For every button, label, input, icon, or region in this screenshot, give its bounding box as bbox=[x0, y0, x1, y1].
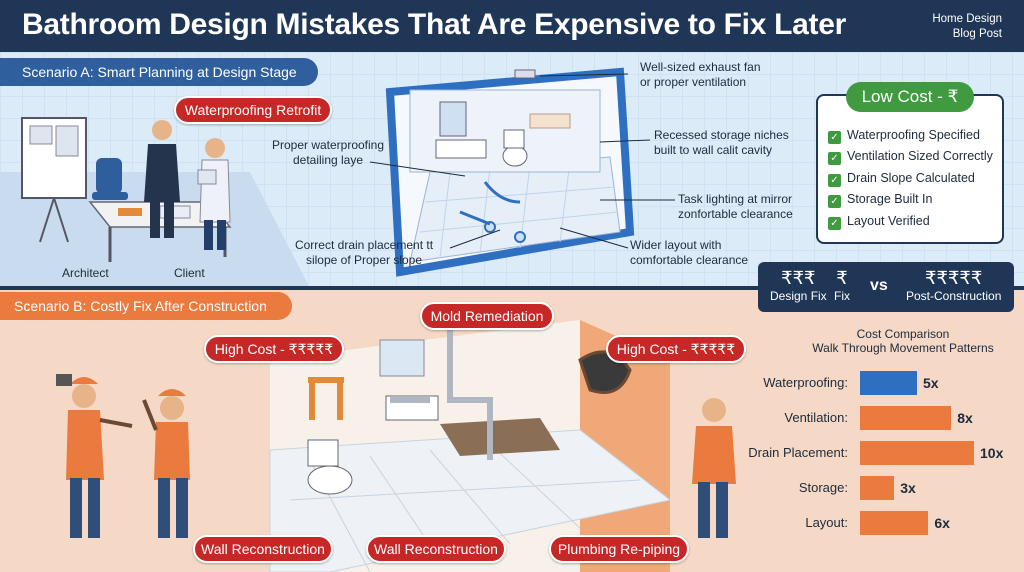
architect-figure bbox=[144, 120, 180, 238]
office-scene-illustration bbox=[0, 117, 310, 288]
chart-value-label: 6x bbox=[934, 515, 950, 531]
chart-bar bbox=[860, 476, 895, 500]
page-title: Bathroom Design Mistakes That Are Expens… bbox=[22, 8, 846, 41]
callout-waterproofing: Proper waterproofing detailing laye bbox=[268, 138, 388, 168]
low-cost-checklist-box bbox=[816, 94, 1004, 244]
chart-value-label: 10x bbox=[980, 445, 1004, 461]
low-cost-checklist: ✓Waterproofing Specified ✓Ventilation Si… bbox=[828, 125, 993, 232]
mold-remediation-badge: Mold Remediation bbox=[420, 302, 554, 330]
wall-reconstruction-badge-2: Wall Reconstruction bbox=[366, 535, 506, 563]
chart-value-label: 3x bbox=[900, 480, 916, 496]
callout-exhaust-fan: Well-sized exhaust fan or proper ventila… bbox=[640, 60, 761, 90]
design-fix-cost: ₹₹₹ Design Fix bbox=[770, 268, 827, 304]
bathroom-plan-illustration bbox=[385, 67, 635, 277]
damaged-bathroom-illustration bbox=[269, 320, 672, 572]
post-construction-symbol: ₹₹₹₹₹ bbox=[925, 268, 983, 288]
low-cost-badge: Low Cost - ₹ bbox=[846, 82, 974, 112]
callout-task-lighting: Task lighting at mirror zonfortable clea… bbox=[678, 192, 793, 222]
worker-with-sledgehammer bbox=[56, 374, 133, 538]
chart-value-label: 8x bbox=[957, 410, 973, 426]
design-fix-label: Design Fix bbox=[770, 289, 827, 303]
chart-bar bbox=[860, 406, 952, 430]
callout-storage-niches-line-2: built to wall calit cavity bbox=[654, 143, 773, 157]
wall-reconstruction-badge-1: Wall Reconstruction bbox=[193, 535, 333, 563]
post-construction-cost: ₹₹₹₹₹ Post-Construction bbox=[906, 268, 1001, 304]
high-cost-badge-right: High Cost - ₹₹₹₹₹ bbox=[606, 335, 746, 363]
checklist-item: ✓Storage Built In bbox=[828, 189, 993, 210]
checklist-item: ✓Layout Verified bbox=[828, 211, 993, 232]
architect-label: Architect bbox=[62, 266, 109, 280]
fix-cost: ₹ Fix bbox=[834, 268, 850, 304]
callout-storage-niches-line-1: Recessed storage niches bbox=[654, 128, 789, 142]
chart-category-label: Layout: bbox=[805, 515, 848, 530]
chart-row: Waterproofing: 5x bbox=[700, 371, 1020, 395]
cost-vs-box: ₹₹₹ Design Fix ₹ Fix vs ₹₹₹₹₹ Post-Const… bbox=[758, 262, 1014, 312]
callout-waterproofing-line-1: Proper waterproofing bbox=[271, 138, 385, 152]
checklist-item: ✓Ventilation Sized Correctly bbox=[828, 146, 993, 167]
homeowner-illustration bbox=[692, 398, 736, 538]
callout-storage-niches: Recessed storage niches built to wall ca… bbox=[654, 128, 789, 158]
chart-subtitle: Walk Through Movement Patterns bbox=[812, 341, 994, 355]
callout-exhaust-fan-line-2: or proper ventilation bbox=[640, 75, 747, 89]
chart-value-label: 5x bbox=[923, 375, 939, 391]
checkbox-checked-icon: ✓ bbox=[828, 152, 841, 166]
header-bar: Bathroom Design Mistakes That Are Expens… bbox=[0, 0, 1024, 52]
chart-row: Storage: 3x bbox=[700, 476, 1020, 500]
blog-brand: Home Design Blog Post bbox=[892, 12, 1002, 42]
callout-wider-layout: Wider layout with comfortable clearance bbox=[630, 238, 748, 268]
vs-label: vs bbox=[870, 277, 888, 294]
chart-category-label: Storage: bbox=[798, 480, 848, 495]
client-figure bbox=[197, 138, 231, 250]
chart-bar bbox=[860, 371, 917, 395]
brand-line-2: Blog Post bbox=[952, 28, 1002, 40]
checkbox-checked-icon: ✓ bbox=[828, 195, 841, 209]
chart-row: Ventilation: 8x bbox=[700, 406, 1020, 430]
chart-title-block: Cost Comparison Walk Through Movement Pa… bbox=[798, 327, 1008, 355]
section-divider bbox=[0, 286, 1024, 290]
chart-title: Cost Comparison bbox=[856, 327, 950, 341]
high-cost-badge-left: High Cost - ₹₹₹₹₹ bbox=[204, 335, 344, 363]
checklist-item: ✓Drain Slope Calculated bbox=[828, 168, 993, 189]
scenario-a-tab: Scenario A: Smart Planning at Design Sta… bbox=[0, 58, 318, 86]
callout-drain-placement: Correct drain placement tt silope of Pro… bbox=[284, 238, 444, 268]
workers-illustration bbox=[56, 374, 190, 538]
callout-wider-layout-line-2: comfortable clearance bbox=[630, 253, 749, 267]
chart-row: Drain Placement: 10x bbox=[700, 441, 1020, 465]
office-chair-icon bbox=[92, 158, 128, 200]
plumbing-repiping-badge: Plumbing Re-piping bbox=[549, 535, 689, 563]
brand-line-1: Home Design bbox=[932, 13, 1002, 25]
chart-category-label: Drain Placement: bbox=[748, 445, 848, 460]
fix-symbol: ₹ bbox=[836, 268, 848, 288]
chart-category-label: Ventilation: bbox=[784, 410, 848, 425]
callout-drain-placement-line-2: silope of Proper slope bbox=[305, 253, 423, 267]
design-fix-symbol: ₹₹₹ bbox=[781, 268, 816, 288]
callout-drain-placement-line-1: Correct drain placement tt bbox=[294, 238, 434, 252]
easel-icon bbox=[21, 117, 87, 243]
checkbox-checked-icon: ✓ bbox=[828, 216, 841, 230]
post-construction-label: Post-Construction bbox=[906, 289, 1002, 303]
callout-task-lighting-line-2: zonfortable clearance bbox=[678, 207, 793, 221]
chart-bar bbox=[860, 511, 929, 535]
callout-waterproofing-line-2: detailing laye bbox=[292, 153, 364, 167]
scenario-b-tab: Scenario B: Costly Fix After Constructio… bbox=[0, 292, 292, 320]
checkbox-checked-icon: ✓ bbox=[828, 173, 841, 187]
chart-bar bbox=[860, 441, 974, 465]
fix-label: Fix bbox=[834, 289, 850, 303]
client-label: Client bbox=[174, 266, 205, 280]
waterproofing-retrofit-badge: Waterproofing Retrofit bbox=[174, 96, 332, 124]
worker-with-hammer bbox=[142, 389, 190, 538]
chart-category-label: Waterproofing: bbox=[763, 375, 848, 390]
callout-wider-layout-line-1: Wider layout with bbox=[630, 238, 722, 252]
chart-row: Layout: 6x bbox=[700, 511, 1020, 535]
checkbox-checked-icon: ✓ bbox=[828, 131, 841, 144]
checklist-item: ✓Waterproofing Specified bbox=[828, 125, 993, 146]
callout-task-lighting-line-1: Task lighting at mirror bbox=[678, 192, 793, 206]
callout-exhaust-fan-line-1: Well-sized exhaust fan bbox=[640, 60, 761, 74]
